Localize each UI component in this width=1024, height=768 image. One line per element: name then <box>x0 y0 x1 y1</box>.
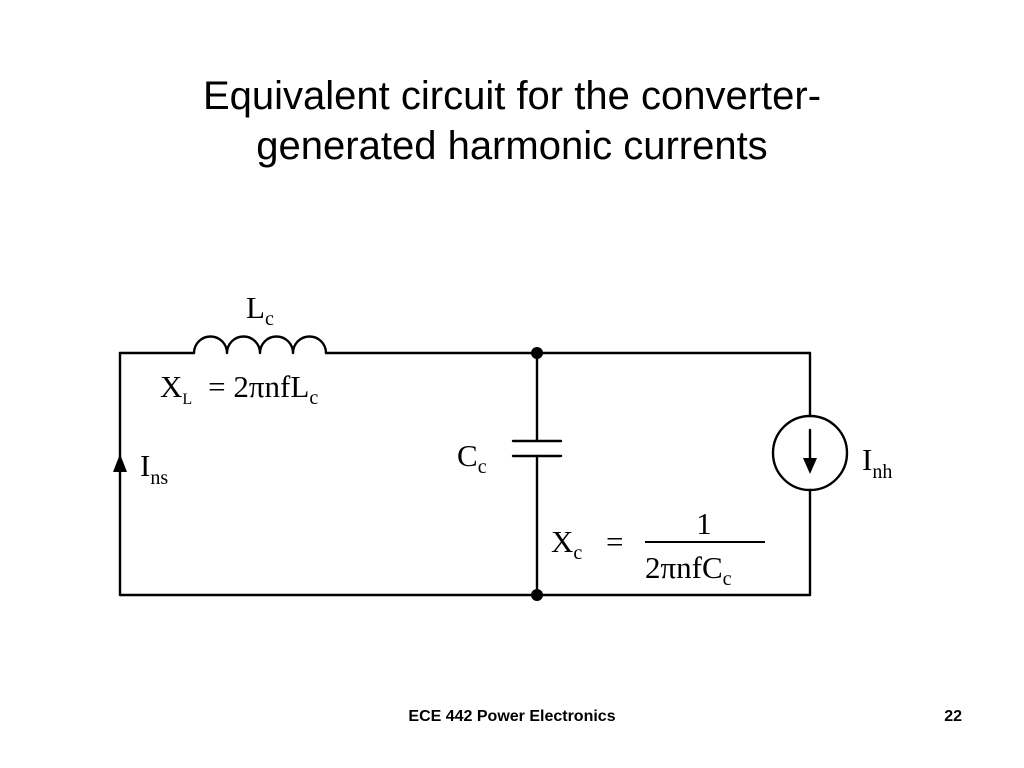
capacitor-reactance-denominator-main: 2πnfC <box>645 550 723 585</box>
capacitor-reactance-equals: = <box>606 524 623 559</box>
capacitor-reactance-lhs-main: X <box>551 524 573 559</box>
source-current-label: Ins <box>140 448 168 489</box>
current-source-circle <box>771 414 849 492</box>
harmonic-current-label-main: I <box>862 442 872 477</box>
inductor-reactance-lhs: X <box>160 369 182 404</box>
capacitor-reactance-denominator: 2πnfCc <box>645 550 732 590</box>
capacitor-label: Cc <box>457 438 487 478</box>
current-source-arrowhead <box>803 458 817 474</box>
inductor-coil <box>192 335 328 355</box>
capacitor-reactance-numerator: 1 <box>696 506 712 541</box>
inductor-label-sub: c <box>265 308 274 330</box>
inductor-reactance-rhs-sub: c <box>309 387 318 409</box>
inductor-reactance-equation: XL = 2πnfLc <box>160 369 318 409</box>
junction-top <box>531 347 543 359</box>
inductor-label: Lc <box>246 290 274 330</box>
footer-course-title: ECE 442 Power Electronics <box>408 708 616 725</box>
slide-title-line-1: Equivalent circuit for the converter- <box>202 73 822 118</box>
inductor-reactance-rhs: = 2πnfL <box>208 369 309 404</box>
capacitor-label-sub: c <box>478 456 487 478</box>
capacitor-reactance-lhs-sub: c <box>573 542 582 564</box>
source-current-label-main: I <box>140 448 150 483</box>
junction-bottom <box>531 589 543 601</box>
capacitor-reactance-lhs: Xc <box>551 524 582 564</box>
footer-page-number: 22 <box>944 708 962 725</box>
source-current-label-sub: ns <box>150 467 168 489</box>
inductor-reactance-lhs-sub: L <box>182 391 192 408</box>
capacitor-reactance-denominator-sub: c <box>723 568 732 590</box>
capacitor-label-main: C <box>457 438 478 473</box>
slide-title-line-2: generated harmonic currents <box>256 123 768 168</box>
inductor-label-main: L <box>246 290 265 325</box>
slide-title: Equivalent circuit for the converter- ge… <box>0 71 1024 171</box>
source-current-arrowhead <box>113 454 127 472</box>
harmonic-current-label-sub: nh <box>872 461 892 483</box>
harmonic-current-label: Inh <box>862 442 892 483</box>
